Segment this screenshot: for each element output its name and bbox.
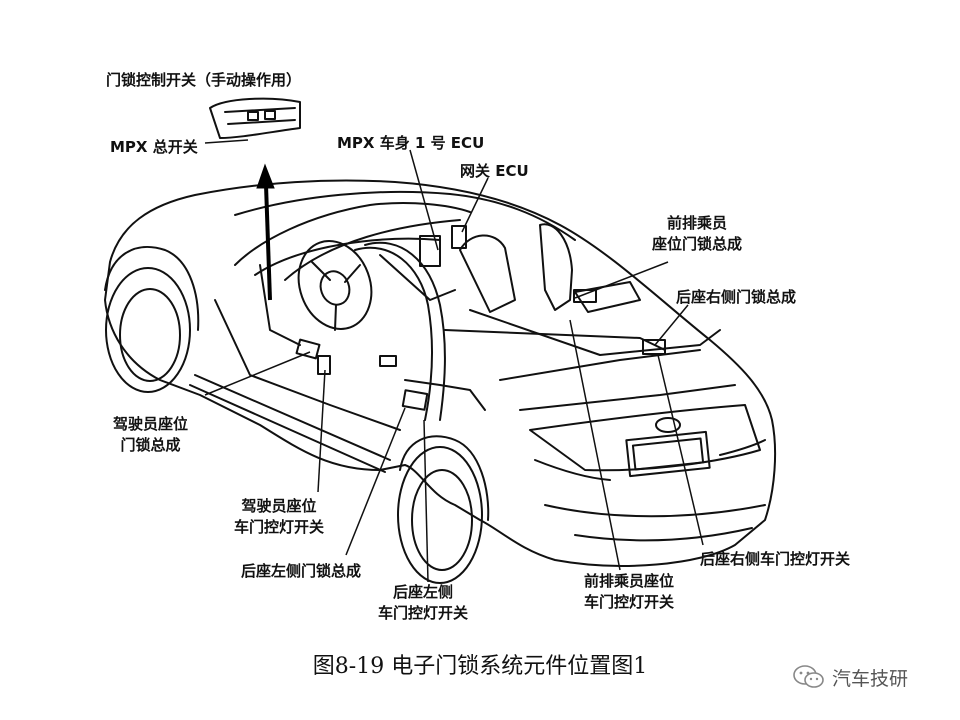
label-rear-left-lock: 后座左侧门锁总成 <box>241 562 362 580</box>
watermark-text: 汽车技研 <box>832 667 909 690</box>
wechat-icon <box>793 665 824 688</box>
label-front-passenger-courtesy-switch-line2: 车门控灯开关 <box>584 593 675 611</box>
figure-caption: 图8-19 电子门锁系统元件位置图1 <box>312 654 648 679</box>
rear-wheel <box>397 446 483 584</box>
switch-panel <box>209 97 301 139</box>
b-pillar <box>364 241 446 421</box>
label-front-passenger-courtesy-switch-line1: 前排乘员座位 <box>584 572 675 590</box>
car-roof <box>234 190 576 241</box>
label-driver-courtesy-switch: 驾驶员座位 车门控灯开关 <box>234 496 324 538</box>
front-wheel <box>105 267 191 393</box>
label-rear-left-courtesy-switch-line1: 后座左侧 <box>393 583 454 601</box>
label-driver-courtesy-switch-line2: 车门控灯开关 <box>234 518 325 536</box>
label-rear-left-courtesy-switch: 后座左侧 车门控灯开关 <box>378 582 468 624</box>
label-driver-lock-line2: 门锁总成 <box>120 436 181 454</box>
label-rear-left-courtesy-switch-line2: 车门控灯开关 <box>378 604 469 622</box>
label-mpx-body-ecu: MPX 车身 1 号 ECU <box>337 134 485 152</box>
arrow <box>256 163 275 301</box>
car-body-outline <box>104 179 777 567</box>
front-door <box>214 299 401 431</box>
rear-seat <box>539 223 573 311</box>
license-plate <box>625 430 711 478</box>
body-ecu-box <box>419 235 441 267</box>
rear-window <box>469 309 721 356</box>
label-driver-lock-line1: 驾驶员座位 <box>113 415 189 433</box>
label-mpx-main-switch: MPX 总开关 <box>110 138 198 156</box>
leader-lines <box>204 139 704 583</box>
label-rear-right-lock: 后座右侧门锁总成 <box>676 288 797 306</box>
watermark: 汽车技研 <box>792 662 908 692</box>
label-front-passenger-lock-line2: 座位门锁总成 <box>652 235 743 253</box>
label-front-passenger-courtesy-switch: 前排乘员座位 车门控灯开关 <box>584 571 674 613</box>
rear-left-door-lock <box>401 389 429 411</box>
label-driver-lock: 驾驶员座位 门锁总成 <box>113 414 188 456</box>
front-seat <box>459 234 516 313</box>
front-passenger-lock-box <box>573 289 597 303</box>
a-pillar <box>234 201 471 266</box>
gateway-ecu-box <box>451 225 467 249</box>
label-driver-courtesy-switch-line1: 驾驶员座位 <box>241 497 317 515</box>
label-manual-switch: 门锁控制开关（手动操作用） <box>106 71 302 89</box>
label-front-passenger-lock-line1: 前排乘员 <box>667 214 728 232</box>
driver-door-lock <box>295 338 321 360</box>
label-gateway-ecu: 网关 ECU <box>460 162 529 180</box>
label-front-passenger-lock: 前排乘员 座位门锁总成 <box>652 213 742 255</box>
rear-right-lock-box <box>642 339 666 355</box>
label-rear-right-courtesy-switch: 后座右侧车门控灯开关 <box>700 550 851 568</box>
steering-wheel <box>297 240 373 330</box>
